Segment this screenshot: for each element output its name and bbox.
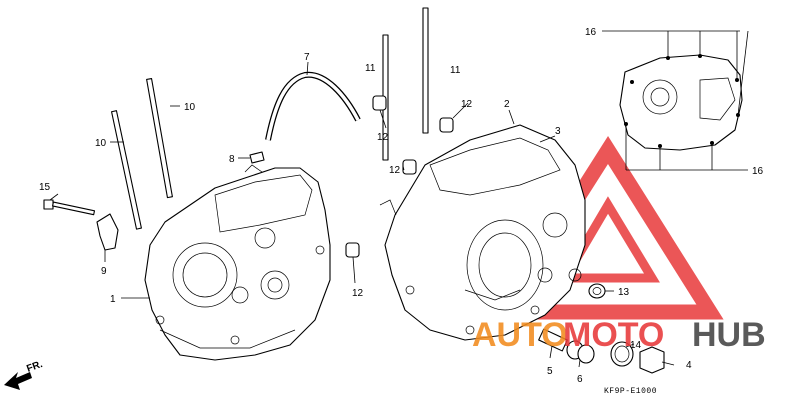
stud-bolt-10-left — [111, 110, 142, 230]
dowel-pin-12b — [439, 117, 454, 133]
o-ring-14 — [610, 341, 634, 367]
callout-7: 7 — [304, 52, 310, 63]
watermark-auto: AUTO — [472, 316, 568, 354]
oil-strainer-screen-5 — [538, 328, 568, 352]
front-direction-label: FR. — [25, 359, 44, 375]
callout-12d: 12 — [352, 288, 364, 299]
callout-1: 1 — [110, 294, 116, 305]
callout-12b: 12 — [377, 132, 389, 143]
spring-6 — [566, 340, 595, 364]
callout-16-top: 16 — [585, 27, 597, 38]
watermark-moto: MOTO — [563, 316, 664, 354]
callout-15: 15 — [39, 182, 51, 193]
stud-bolt-11-right — [422, 7, 429, 134]
dowel-pin-12c — [402, 159, 417, 175]
callout-12a: 12 — [461, 99, 473, 110]
callout-11-right: 11 — [450, 65, 461, 76]
callout-10-right: 10 — [184, 102, 196, 113]
watermark-brand-text: AUTO MOTO HUB — [472, 316, 766, 354]
bolt-15 — [43, 199, 96, 216]
callout-12c: 12 — [389, 165, 401, 176]
dowel-pin-12d — [345, 242, 360, 258]
callout-10-left: 10 — [95, 138, 107, 149]
drain-plug-4 — [639, 346, 665, 374]
callout-2: 2 — [504, 99, 510, 110]
callout-numbers: 1 2 3 4 5 6 7 8 9 10 10 11 11 12 12 12 1… — [39, 27, 764, 385]
hose-clip — [249, 151, 265, 164]
callout-3: 3 — [555, 126, 561, 137]
leader-lines — [49, 30, 749, 368]
oil-seal-13 — [588, 283, 606, 299]
callout-9: 9 — [101, 266, 107, 277]
callout-8: 8 — [229, 154, 235, 165]
callout-5: 5 — [547, 366, 553, 377]
front-direction-arrow: FR. — [4, 359, 44, 390]
dowel-pin-12a — [372, 95, 387, 111]
breather-tube — [265, 71, 361, 141]
watermark-hub: HUB — [692, 316, 766, 354]
diagram-code: KF9P-E1000 — [604, 387, 657, 396]
callout-13: 13 — [618, 287, 630, 298]
callout-16-bottom: 16 — [752, 166, 764, 177]
callout-11-left: 11 — [365, 63, 376, 74]
left-crankcase-half — [144, 164, 331, 361]
callout-6: 6 — [577, 374, 583, 385]
callout-14: 14 — [630, 340, 642, 351]
right-crankcase-half — [379, 124, 586, 341]
right-side-cover — [619, 54, 743, 151]
stud-bolt-10-right — [146, 78, 173, 199]
callout-4: 4 — [686, 360, 692, 371]
bracket-9 — [96, 213, 119, 251]
